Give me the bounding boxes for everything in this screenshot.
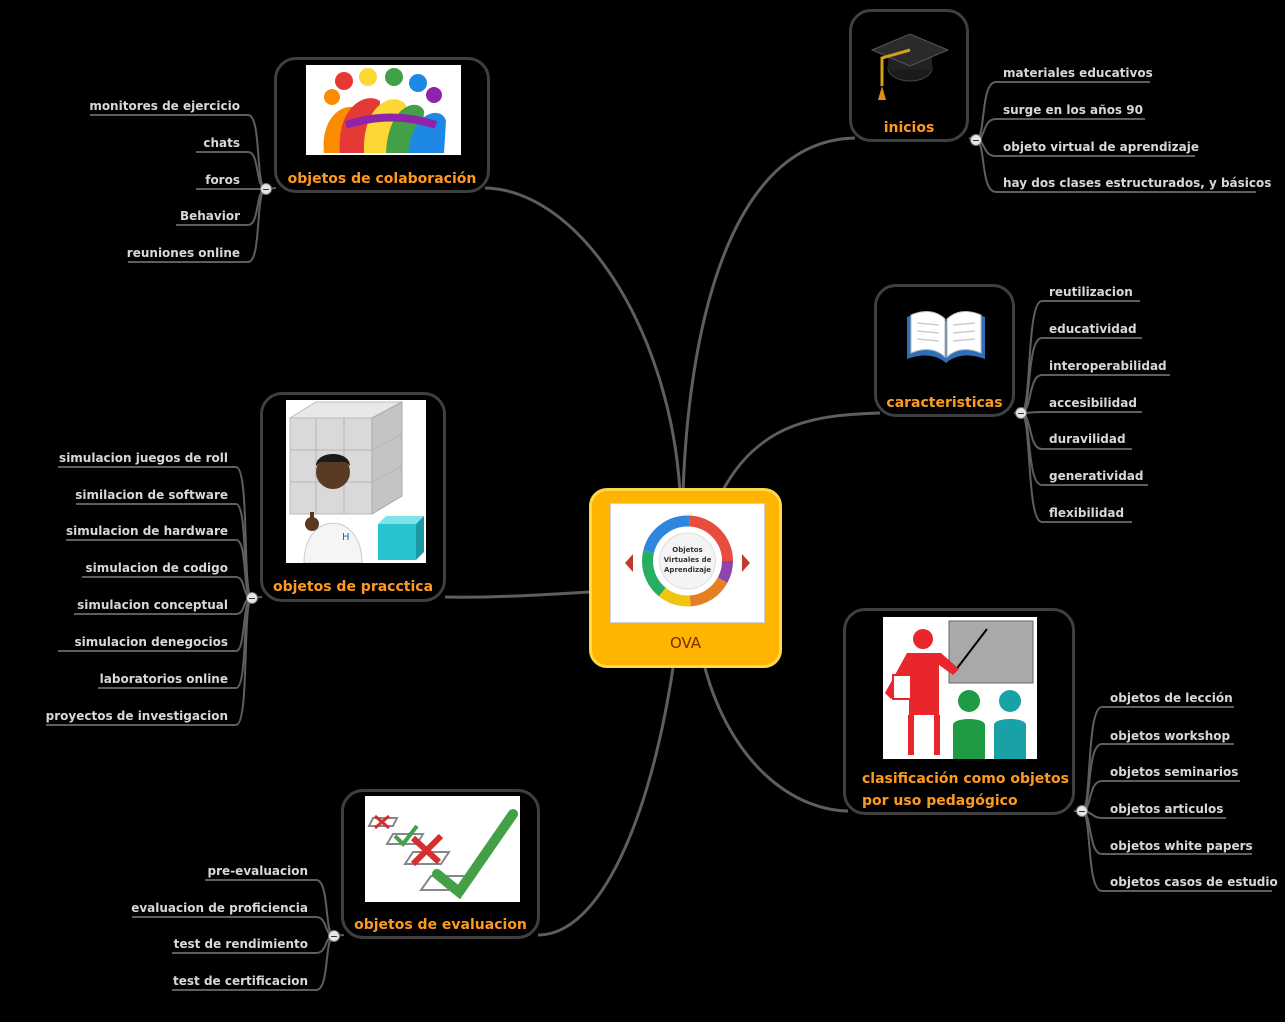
leaf-caracteristicas-7[interactable]: flexibilidad <box>1049 506 1125 520</box>
leaf-evaluacion-1[interactable]: pre-evaluacion <box>207 864 308 878</box>
leaf-colaboracion-2[interactable]: chats <box>203 136 240 150</box>
leaf-evaluacion-4[interactable]: test de certificacion <box>173 974 308 988</box>
topic-caracteristicas[interactable]: caracteristicas <box>874 284 1015 417</box>
central-topic-label: OVA <box>669 634 702 652</box>
ova-image-text-3: Aprendizaje <box>664 566 711 574</box>
collapse-toggle-caracteristicas[interactable] <box>1015 407 1027 419</box>
leaf-clasificacion-2[interactable]: objetos workshop <box>1110 729 1231 743</box>
topic-title-caracteristicas: caracteristicas <box>886 395 1003 411</box>
leaf-inicios-4[interactable]: hay dos clases estructurados, y básicos <box>1003 176 1272 190</box>
leaf-colaboracion-1[interactable]: monitores de ejercicio <box>89 99 240 113</box>
leaf-evaluacion-3[interactable]: test de rendimiento <box>173 937 308 951</box>
leaf-evaluacion-2[interactable]: evaluacion de proficiencia <box>131 901 308 915</box>
leaf-inicios-2[interactable]: surge en los años 90 <box>1003 103 1143 117</box>
topic-practica[interactable]: H objetos de pracctica <box>260 392 446 602</box>
collapse-toggle-inicios[interactable] <box>970 134 982 146</box>
link-evaluacion <box>537 667 675 937</box>
leaf-practica-2[interactable]: similacion de software <box>75 488 228 502</box>
ova-wheel-graphic: Objetos Virtuales de Aprendizaje <box>625 515 750 607</box>
leaf-clasificacion-1[interactable]: objetos de lección <box>1110 691 1233 705</box>
topic-title-clasificacion-line1: clasificación como objetos <box>862 771 1069 787</box>
link-practica <box>444 590 590 599</box>
central-topic-ova[interactable]: Objetos Virtuales de Aprendizaje OVA <box>589 488 782 668</box>
leaf-caracteristicas-5[interactable]: duravilidad <box>1049 432 1126 446</box>
topic-title-colaboracion: objetos de colaboración <box>287 171 477 187</box>
leaf-colaboracion-3[interactable]: foros <box>205 173 240 187</box>
collapse-toggle-practica[interactable] <box>246 592 258 604</box>
avatar-cube-image: H <box>286 400 426 563</box>
collapse-toggle-evaluacion[interactable] <box>328 930 340 942</box>
link-caracteristicas <box>720 411 881 493</box>
leaf-colaboracion-4[interactable]: Behavior <box>179 209 240 223</box>
teacher-presentation-image <box>883 617 1037 759</box>
open-book-icon <box>901 297 991 377</box>
leaf-practica-3[interactable]: simulacion de hardware <box>66 524 228 538</box>
collapse-toggle-colaboracion[interactable] <box>260 183 272 195</box>
link-inicios <box>681 136 856 493</box>
topic-colaboracion[interactable]: objetos de colaboración <box>274 57 490 193</box>
leaf-caracteristicas-2[interactable]: educatividad <box>1049 322 1137 336</box>
topic-inicios[interactable]: inicios <box>849 9 969 142</box>
topic-title-practica: objetos de pracctica <box>272 579 434 595</box>
topic-title-evaluacion: objetos de evaluacion <box>354 917 527 933</box>
colorful-people-image <box>306 65 461 155</box>
leaf-caracteristicas-4[interactable]: accesibilidad <box>1049 396 1137 410</box>
checklist-image <box>365 796 520 902</box>
leaf-caracteristicas-3[interactable]: interoperabilidad <box>1049 359 1167 373</box>
topic-clasificacion[interactable]: clasificación como objetos por uso pedag… <box>843 608 1075 815</box>
topic-title-clasificacion-line2: por uso pedagógico <box>862 793 1018 809</box>
ova-image-text-2: Virtuales de <box>664 556 712 564</box>
leaf-clasificacion-5[interactable]: objetos white papers <box>1110 839 1253 853</box>
leaf-clasificacion-6[interactable]: objetos casos de estudio <box>1110 875 1278 889</box>
leaf-practica-4[interactable]: simulacion de codigo <box>85 561 228 575</box>
leaf-inicios-3[interactable]: objeto virtual de aprendizaje <box>1003 140 1199 154</box>
leaf-practica-5[interactable]: simulacion conceptual <box>77 598 228 612</box>
link-clasificacion <box>703 667 849 813</box>
leaf-caracteristicas-6[interactable]: generatividad <box>1049 469 1144 483</box>
collapse-toggle-clasificacion[interactable] <box>1076 805 1088 817</box>
graduation-cap-icon <box>868 24 952 114</box>
ova-image-text-1: Objetos <box>672 546 702 554</box>
leaf-practica-7[interactable]: laboratorios online <box>99 672 228 686</box>
leaf-practica-1[interactable]: simulacion juegos de roll <box>59 451 228 465</box>
leaf-caracteristicas-1[interactable]: reutilizacion <box>1049 285 1133 299</box>
leaf-inicios-1[interactable]: materiales educativos <box>1003 66 1153 80</box>
ova-wheel-image: Objetos Virtuales de Aprendizaje <box>610 503 765 623</box>
leaf-practica-6[interactable]: simulacion denegocios <box>74 635 228 649</box>
topic-title-inicios: inicios <box>883 120 935 136</box>
leaf-clasificacion-3[interactable]: objetos seminarios <box>1110 765 1239 779</box>
leaf-clasificacion-4[interactable]: objetos articulos <box>1110 802 1224 816</box>
leaf-colaboracion-5[interactable]: reuniones online <box>126 246 240 260</box>
link-colaboracion <box>484 186 682 493</box>
leaf-practica-8[interactable]: proyectos de investigacion <box>45 709 228 723</box>
svg-text:H: H <box>342 532 350 543</box>
topic-evaluacion[interactable]: objetos de evaluacion <box>341 789 540 939</box>
